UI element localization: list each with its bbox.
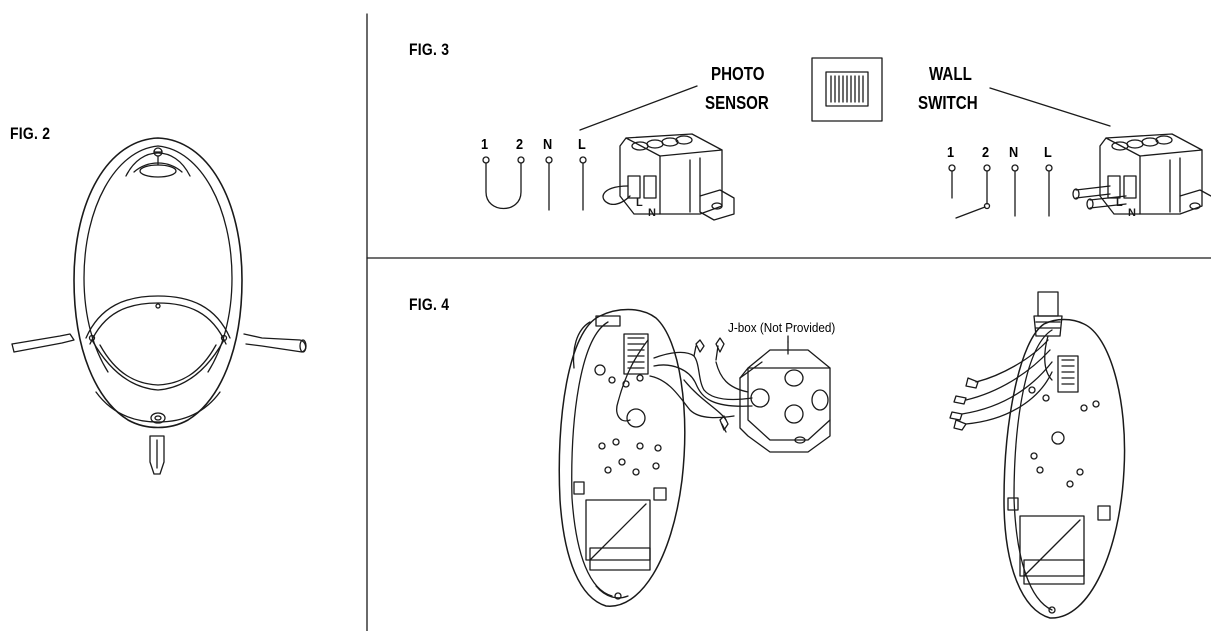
photo-sensor-label-line1: PHOTO (711, 64, 765, 84)
left-terminal-1: 1 (481, 136, 489, 153)
photo-sensor-label-line2: SENSOR (705, 93, 769, 113)
right-connector-mark-n: N (1128, 207, 1136, 219)
wall-switch-wiring (948, 164, 1053, 219)
right-terminal-1: 1 (947, 144, 955, 161)
left-connector-mark-l: L (636, 197, 643, 209)
photo-sensor-leader (579, 85, 698, 131)
jbox (739, 341, 831, 453)
jbox-label: J-box (Not Provided) (728, 320, 836, 335)
fig4-wiring-right (949, 339, 1053, 431)
fig4-wiring-left (649, 337, 753, 433)
left-terminal-n: N (543, 136, 553, 153)
fig4-left-backplate (558, 308, 686, 607)
left-terminal-2: 2 (516, 136, 524, 153)
right-terminal-l: L (1044, 144, 1052, 161)
wall-switch-connector (1072, 133, 1211, 215)
left-terminal-l: L (578, 136, 586, 153)
right-terminal-2: 2 (982, 144, 990, 161)
fig4-right-backplate (1003, 291, 1126, 619)
fig2-title: FIG. 2 (10, 124, 51, 143)
right-terminal-n: N (1009, 144, 1019, 161)
wall-switch-leader (989, 87, 1111, 127)
fig4-title: FIG. 4 (409, 295, 450, 314)
photo-sensor-wiring (482, 156, 587, 211)
photo-sensor-connector (602, 133, 735, 221)
fig3-title: FIG. 3 (409, 40, 450, 59)
fig2-fixture-drawing (11, 137, 307, 475)
left-connector-mark-n: N (648, 207, 656, 219)
wall-switch-label-line2: SWITCH (918, 93, 978, 113)
photo-sensor-icon (811, 57, 883, 122)
right-connector-mark-l: L (1116, 197, 1123, 209)
wall-switch-label-line1: WALL (929, 64, 972, 84)
